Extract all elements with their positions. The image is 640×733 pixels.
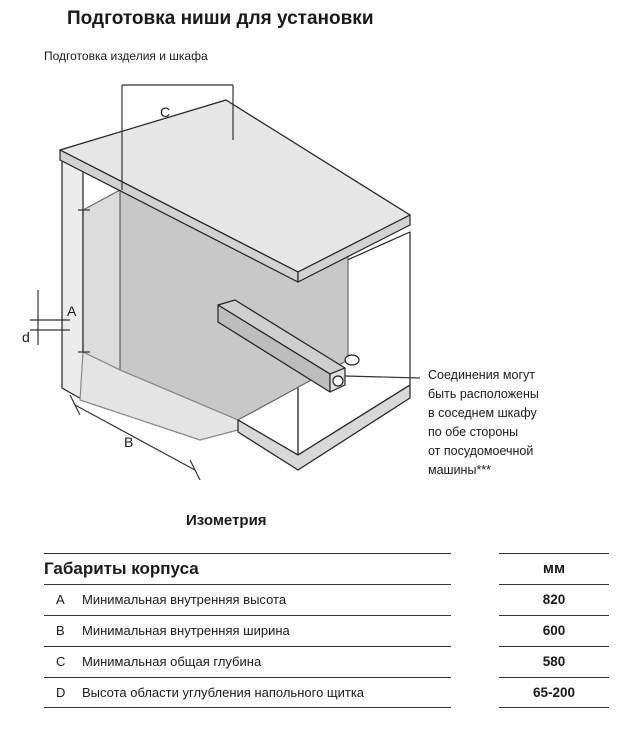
row-code: C	[56, 654, 66, 669]
divider	[44, 584, 451, 585]
niche-left-wall	[82, 189, 121, 371]
note-line: быть расположены	[428, 387, 539, 401]
divider	[499, 677, 609, 678]
divider	[499, 707, 609, 708]
table-header-label: Габариты корпуса	[44, 559, 199, 578]
connection-note: Соединения могут быть расположены в сосе…	[428, 366, 578, 480]
dim-label-a: A	[67, 303, 77, 319]
divider	[499, 646, 609, 647]
worktop-side-edge	[297, 214, 411, 283]
divider	[44, 615, 451, 616]
row-value: 580	[542, 654, 566, 669]
row-value: 820	[542, 592, 566, 607]
table-row: D Высота области углубления напольного щ…	[44, 677, 609, 708]
row-label: Минимальная внутренняя ширина	[82, 623, 290, 638]
table-header-row: Габариты корпуса мм	[44, 553, 609, 584]
divider	[499, 615, 609, 616]
row-value: 600	[542, 623, 566, 638]
note-line: Соединения могут	[428, 368, 535, 382]
divider	[44, 553, 451, 554]
note-line: в соседнем шкафу	[428, 406, 537, 420]
divider	[44, 707, 451, 708]
row-value: 65-200	[532, 685, 576, 700]
note-leader-line	[344, 375, 421, 379]
table-header-unit: мм	[542, 560, 566, 577]
note-line: по обе стороны	[428, 425, 519, 439]
row-code: B	[56, 623, 65, 638]
divider	[499, 584, 609, 585]
page-title: Подготовка ниши для установки	[67, 8, 374, 29]
note-line: от посудомоечной	[428, 444, 534, 458]
divider	[44, 677, 451, 678]
table-row: C Минимальная общая глубина 580	[44, 646, 609, 677]
row-label: Минимальная внутренняя высота	[82, 592, 287, 607]
row-label: Минимальная общая глубина	[82, 654, 262, 669]
isometric-niche-diagram: C A B d	[22, 84, 421, 481]
connection-hole-icon	[344, 354, 360, 366]
table-row: A Минимальная внутренняя высота 820	[44, 584, 609, 615]
row-code: A	[56, 592, 65, 607]
divider	[44, 646, 451, 647]
note-line: машины***	[428, 463, 492, 477]
row-code: D	[56, 685, 66, 700]
dim-label-c: C	[160, 104, 170, 120]
page-subtitle: Подготовка изделия и шкафа	[44, 49, 208, 63]
dimensions-table: Габариты корпуса мм A Минимальная внутре…	[44, 553, 609, 708]
dim-label-b: B	[124, 434, 133, 450]
plinth	[237, 384, 411, 471]
row-label: Высота области углубления напольного щит…	[82, 685, 365, 700]
figure-caption: Изометрия	[186, 512, 267, 529]
connection-port-icon	[332, 375, 344, 387]
table-row: B Минимальная внутренняя ширина 600	[44, 615, 609, 646]
dim-label-d: d	[22, 329, 30, 345]
left-side-panel	[61, 157, 84, 401]
divider	[499, 553, 609, 554]
